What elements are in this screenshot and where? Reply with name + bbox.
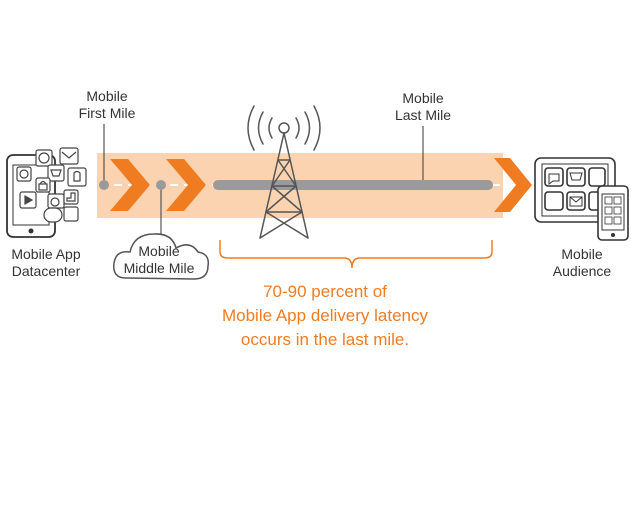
audience-label: Mobile Audience bbox=[544, 246, 620, 280]
last-mile-brace bbox=[219, 240, 493, 269]
first-mile-label-line2: First Mile bbox=[78, 105, 136, 121]
chevron-arrow-icon bbox=[166, 159, 206, 211]
caption-line2: Mobile App delivery latency bbox=[221, 306, 428, 325]
chevron-arrow-icon bbox=[494, 158, 532, 212]
datacenter-label-line2: Datacenter bbox=[11, 263, 81, 279]
cloud-icon bbox=[113, 233, 210, 280]
app-icons-cluster bbox=[16, 147, 87, 223]
first-mile-dot bbox=[99, 180, 109, 190]
datacenter-label: Mobile App Datacenter bbox=[4, 246, 88, 280]
caption-line1: 70-90 percent of bbox=[263, 282, 387, 301]
last-mile-label-line1: Mobile bbox=[402, 90, 444, 106]
datacenter-label-line1: Mobile App bbox=[11, 246, 81, 262]
middle-mile-label-line2: Middle Mile bbox=[123, 260, 195, 276]
audience-label-line1: Mobile bbox=[561, 246, 603, 262]
first-mile-label: Mobile First Mile bbox=[74, 88, 140, 122]
last-mile-label-line2: Last Mile bbox=[394, 107, 452, 123]
audience-label-line2: Audience bbox=[552, 263, 612, 279]
last-mile-label: Mobile Last Mile bbox=[388, 90, 458, 124]
audience-phone-icon bbox=[597, 185, 629, 241]
latency-caption: 70-90 percent of Mobile App delivery lat… bbox=[200, 280, 450, 352]
chevron-arrow-icon bbox=[110, 159, 150, 211]
first-mile-label-line1: Mobile bbox=[86, 88, 128, 104]
middle-mile-label: Mobile Middle Mile bbox=[116, 243, 202, 277]
cell-tower-icon bbox=[247, 105, 321, 239]
audience-tablet-icon bbox=[534, 157, 616, 223]
caption-line3: occurs in the last mile. bbox=[240, 330, 410, 349]
middle-mile-label-line1: Mobile bbox=[138, 243, 180, 259]
middle-mile-dot bbox=[156, 180, 166, 190]
